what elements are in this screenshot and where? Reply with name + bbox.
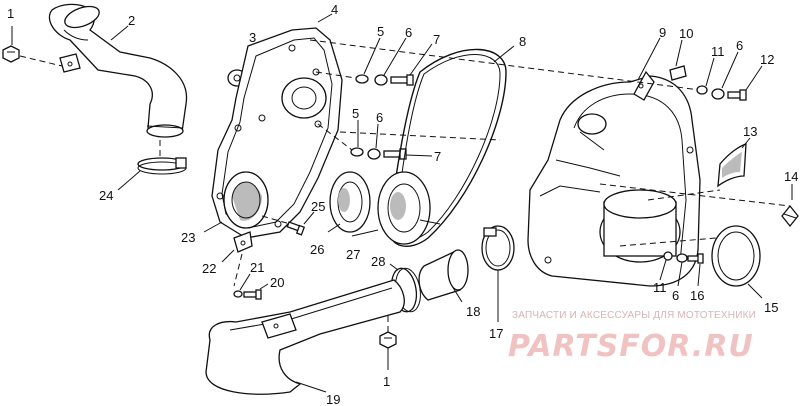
callout-12: 12 (760, 52, 774, 67)
part-10-decal (669, 65, 687, 81)
callout-25: 25 (311, 199, 325, 214)
part-22-bracket (233, 231, 253, 253)
callout-11-upper: 11 (711, 44, 725, 59)
callout-6-lower-right: 6 (672, 288, 679, 303)
callout-labels: 1 2 3 4 5 6 7 8 9 10 11 6 12 5 6 7 13 14… (7, 2, 798, 406)
part-21-20-fasteners (233, 289, 262, 300)
part-18-tube (418, 249, 469, 301)
part-13-decal (717, 143, 747, 188)
callout-1-bottom: 1 (383, 374, 390, 389)
callout-21: 21 (250, 260, 264, 275)
watermark-logo: PARTSFOR.RU (508, 329, 754, 364)
callout-10: 10 (679, 26, 693, 41)
part-26-seal (329, 171, 371, 233)
part-23-seal (231, 181, 261, 219)
callout-8: 8 (519, 34, 526, 49)
part-2-intake-duct (48, 3, 188, 138)
callout-15: 15 (764, 300, 778, 315)
part-19-exhaust-duct (205, 279, 405, 395)
callout-20: 20 (270, 275, 284, 290)
part-17-clamp-ring (481, 225, 515, 271)
callout-5-lower: 5 (352, 106, 359, 121)
callout-4: 4 (331, 2, 338, 17)
callout-13: 13 (743, 124, 757, 139)
callout-7-upper: 7 (433, 32, 440, 47)
callout-2: 2 (128, 13, 135, 28)
callout-23: 23 (181, 230, 195, 245)
part-14-decal (781, 204, 799, 228)
watermark-tagline: ЗАПЧАСТИ И АКСЕССУАРЫ ДЛЯ МОТОТЕХНИКИ (512, 310, 756, 321)
callout-24: 24 (99, 188, 113, 203)
part-27-bearing (377, 171, 441, 245)
callout-17: 17 (489, 326, 503, 341)
callout-11-lower: 11 (653, 280, 667, 295)
callout-5-upper: 5 (377, 24, 384, 39)
part-1-bolt-top (2, 45, 20, 63)
callout-26: 26 (310, 242, 324, 257)
part-5-6-7-upper-fasteners (355, 74, 414, 86)
callout-18: 18 (466, 304, 480, 319)
callout-3: 3 (249, 30, 256, 45)
part-24-clamp (137, 157, 187, 175)
callout-28: 28 (371, 254, 385, 269)
callout-16: 16 (690, 288, 704, 303)
callout-1-top: 1 (7, 6, 14, 21)
part-1-bolt-bottom (379, 331, 397, 349)
part-9-outer-cover (527, 70, 701, 287)
callout-22: 22 (202, 261, 216, 276)
callout-14: 14 (784, 169, 798, 184)
callout-9: 9 (659, 25, 666, 40)
callout-6-upper: 6 (405, 25, 412, 40)
part-11-6-12-right-fasteners (696, 85, 747, 101)
callout-27: 27 (346, 247, 360, 262)
callout-6-lower: 6 (376, 110, 383, 125)
part-25-screw (286, 221, 306, 236)
part-15-gasket (711, 225, 761, 287)
watermark: ЗАПЧАСТИ И АКСЕССУАРЫ ДЛЯ МОТОТЕХНИКИ PA… (508, 310, 756, 364)
part-5-6-7-lower-fasteners (350, 147, 407, 160)
callout-6-right: 6 (736, 38, 743, 53)
callout-7-lower: 7 (434, 149, 441, 164)
part-11-6-16-lower-fasteners (663, 251, 704, 264)
callout-19: 19 (326, 392, 340, 406)
